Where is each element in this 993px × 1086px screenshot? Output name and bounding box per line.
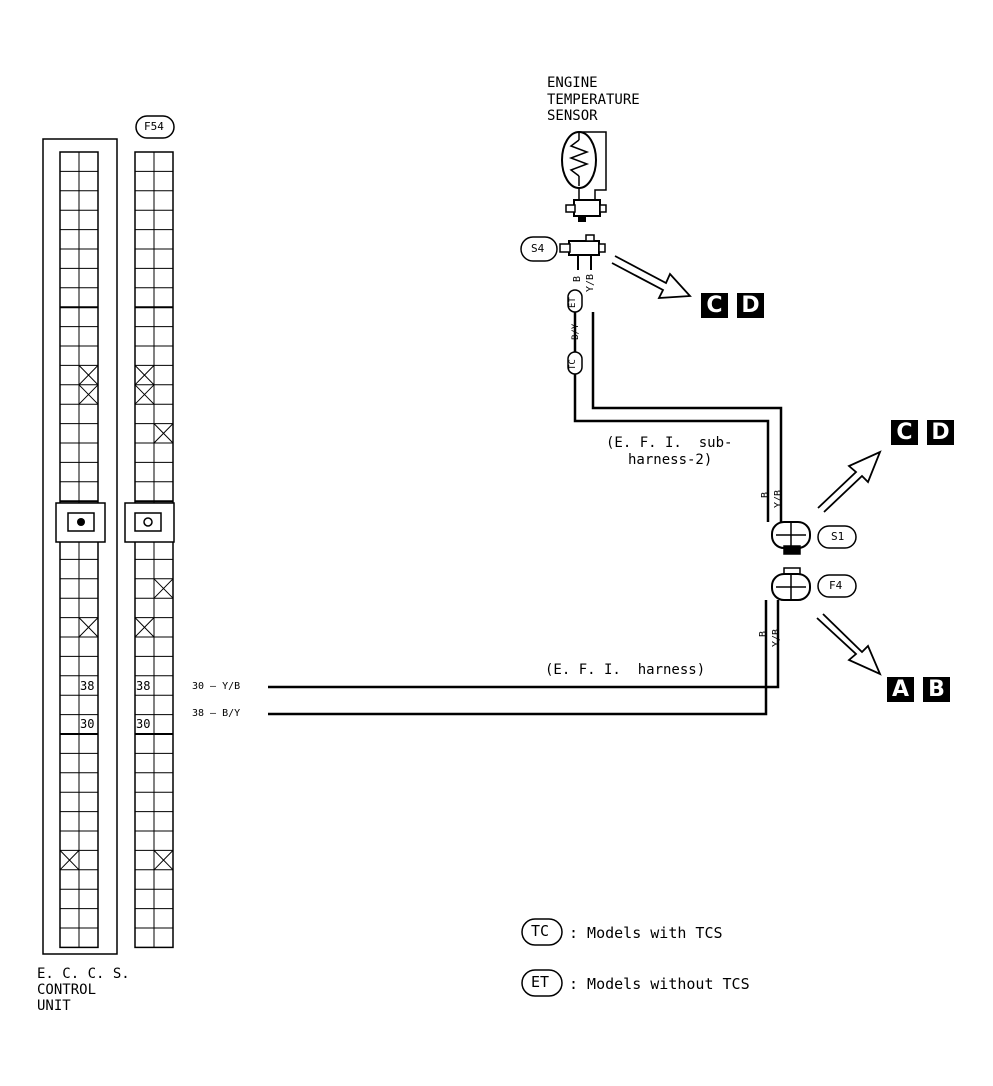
wire-label-38: 38 — B/Y	[192, 708, 241, 719]
s1-wire-b: B	[760, 491, 771, 498]
ref-box-d-right: D	[927, 420, 954, 445]
ecu-pin-38: 38	[80, 679, 95, 693]
sub-wire-by: B/Y	[571, 323, 581, 340]
wire-sub-b	[573, 374, 770, 475]
s1-label-oval	[817, 525, 857, 549]
wire-label-30: 30 — Y/B	[192, 681, 241, 692]
legend-et-text: : Models without TCS	[569, 975, 750, 993]
legend-et-tag: ET	[531, 973, 550, 991]
f54-label-oval	[135, 115, 175, 139]
wire-vertical-yb-lower	[770, 647, 780, 689]
ecu-pin-30: 30	[80, 717, 95, 731]
ref-box-b: B	[923, 677, 950, 702]
engine-temperature-sensor	[561, 131, 607, 222]
ecu-connector-grid	[59, 151, 99, 949]
s4-label: S4	[531, 242, 545, 255]
s1-wire-yb: Y/B	[773, 489, 784, 508]
tc-wire-tag	[567, 351, 583, 375]
s4-wire-b: B	[572, 275, 583, 282]
et-wire-tag-text: ET	[568, 297, 578, 308]
tc-wire-tag-text: TC	[568, 359, 578, 370]
f4-label-oval	[817, 574, 857, 598]
sensor-title-line2: TEMPERATURE	[547, 92, 640, 108]
f4-wire-yb: Y/B	[771, 628, 782, 647]
ref-box-d-upper: D	[737, 293, 764, 318]
f54-pin-30: 30	[136, 717, 151, 731]
wire-vertical-b-lower	[764, 647, 768, 716]
ref-box-c-right: C	[891, 420, 918, 445]
harness-main: (E. F. I. harness)	[545, 662, 706, 678]
f54-pin-38: 38	[136, 679, 151, 693]
s1-label: S1	[831, 530, 845, 543]
f54-label: F54	[144, 120, 164, 133]
f4-label: F4	[829, 579, 843, 592]
arrow-to-cd-upper	[611, 255, 692, 299]
et-wire-tag	[567, 289, 583, 313]
f54-connector-grid	[134, 151, 174, 949]
ref-box-a: A	[887, 677, 914, 702]
legend-tc-tag: TC	[531, 922, 550, 940]
ecu-outline	[42, 138, 118, 955]
harness-sub-line2: harness-2)	[628, 452, 713, 468]
f4-wire-b: B	[758, 630, 769, 637]
legend-et-oval	[521, 969, 563, 997]
f54-lock-ring	[143, 517, 153, 527]
ecu-title-line1: E. C. C. S.	[37, 966, 130, 982]
ref-box-c-upper: C	[701, 293, 728, 318]
legend-tc-oval	[521, 918, 563, 946]
f4-connector	[764, 567, 811, 647]
sensor-title-line3: SENSOR	[547, 108, 598, 124]
ecu-title-line3: UNIT	[37, 998, 71, 1014]
sensor-title-line1: ENGINE	[547, 75, 598, 91]
ecu-title-line2: CONTROL	[37, 982, 97, 998]
s4-connector	[559, 234, 606, 270]
legend-tc-text: : Models with TCS	[569, 924, 723, 942]
wire-sub-yb	[591, 312, 783, 475]
s1-connector	[766, 475, 811, 555]
harness-sub-line1: (E. F. I. sub-	[606, 435, 733, 451]
s4-label-oval	[520, 236, 558, 262]
ecu-lock-dot	[77, 518, 85, 526]
arrow-to-ab	[816, 613, 882, 676]
arrow-to-cd-right	[817, 450, 882, 513]
s4-wire-yb: Y/B	[585, 273, 596, 292]
